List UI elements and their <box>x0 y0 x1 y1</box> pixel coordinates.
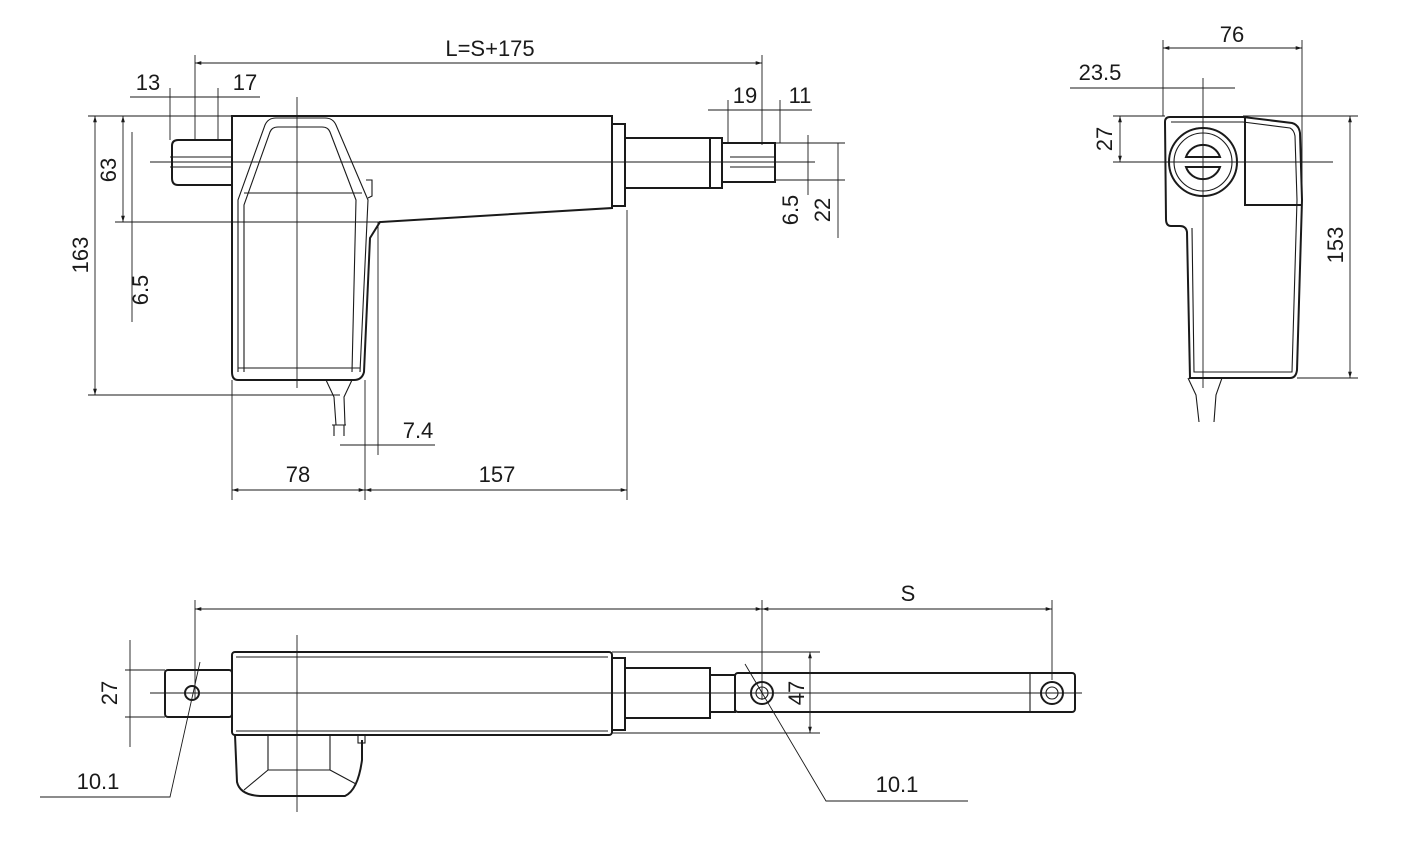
dim-front-hole: 10.1 <box>876 772 919 797</box>
dim-rear-slot: 6.5 <box>128 275 153 306</box>
piston-rod <box>624 137 711 189</box>
top-motor <box>234 734 363 797</box>
front-housing-outline <box>1163 116 1304 379</box>
dim-rod-end-b: 11 <box>789 83 812 108</box>
housing-handle-inner <box>243 126 357 373</box>
front-cable <box>1187 377 1223 423</box>
dim-offset: 7.4 <box>403 418 434 443</box>
dim-rod-end-width: 22 <box>810 198 835 222</box>
front-view: 76 23.5 27 153 <box>1070 22 1358 423</box>
top-view: S 27 47 10.1 10.1 <box>40 581 1082 812</box>
dim-rear-clevis-a: 13 <box>136 70 160 95</box>
cable <box>325 379 353 436</box>
extended-rod <box>734 672 1076 713</box>
housing-handle-outer <box>237 117 369 373</box>
top-tube <box>231 651 613 736</box>
dim-rear-clevis-b: 17 <box>233 70 257 95</box>
dim-front-width: 76 <box>1220 22 1244 47</box>
dim-axis-offset: 23.5 <box>1079 60 1122 85</box>
dim-tube-length: 157 <box>479 462 516 487</box>
dim-stroke: S <box>901 581 916 606</box>
actuator-body-outline <box>231 115 613 381</box>
dim-rod-end-a: 19 <box>733 83 757 108</box>
dim-rod-width: 47 <box>784 681 809 705</box>
dim-clevis-width: 27 <box>97 681 122 705</box>
dim-height-total: 163 <box>68 237 93 274</box>
dim-length: L=S+175 <box>445 36 534 61</box>
dim-rear-hole: 10.1 <box>77 769 120 794</box>
dim-height-tube: 63 <box>96 158 121 182</box>
dim-front-slot: 6.5 <box>778 195 803 226</box>
side-view: L=S+175 13 17 19 11 163 63 6.5 6.5 22 <box>68 36 845 500</box>
dim-axis-height: 27 <box>1092 127 1117 151</box>
rear-clevis <box>171 139 232 186</box>
front-gearbox <box>1244 118 1302 206</box>
dim-motor-width: 78 <box>286 462 310 487</box>
dim-front-height: 153 <box>1323 227 1348 264</box>
tube-collar <box>611 123 626 207</box>
front-clevis <box>722 142 776 183</box>
